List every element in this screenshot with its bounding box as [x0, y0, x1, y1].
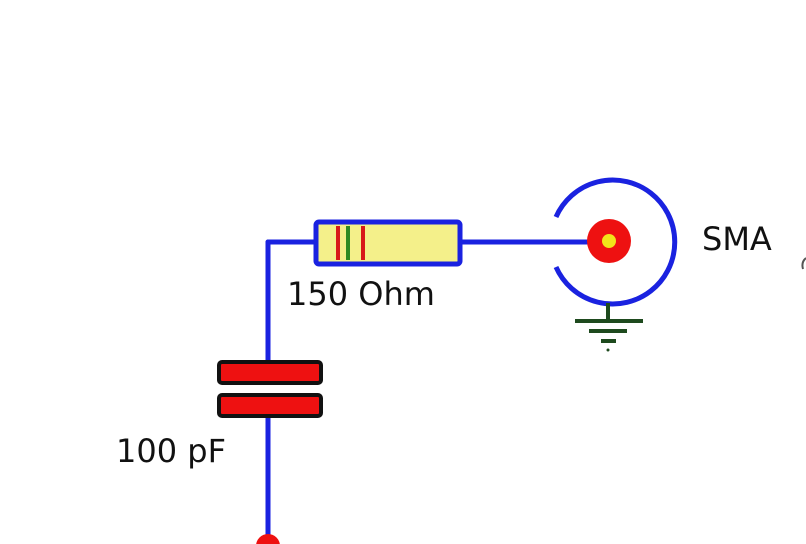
sma-outer-ring: [553, 177, 678, 307]
connector-label: SMA: [702, 220, 772, 258]
edge-fragment: [801, 257, 806, 270]
resistor-band-3: [361, 226, 365, 260]
capacitor-label: 100 pF: [116, 432, 226, 470]
capacitor-plate-bottom: [217, 393, 323, 418]
resistor-icon: [313, 219, 463, 267]
capacitor-plate-top: [217, 360, 323, 385]
ground-icon: [575, 303, 643, 352]
sma-center-pin: [602, 234, 616, 248]
capacitor-icon: [217, 360, 323, 418]
sma-connector-icon: [553, 177, 678, 307]
resistor-band-2: [346, 226, 350, 260]
ground-dot: [606, 348, 610, 352]
resistor-band-1: [336, 226, 340, 260]
resistor-label: 150 Ohm: [287, 275, 435, 313]
resistor-body: [313, 219, 463, 267]
terminal-node-icon: [256, 534, 280, 544]
wires: [265, 239, 611, 544]
